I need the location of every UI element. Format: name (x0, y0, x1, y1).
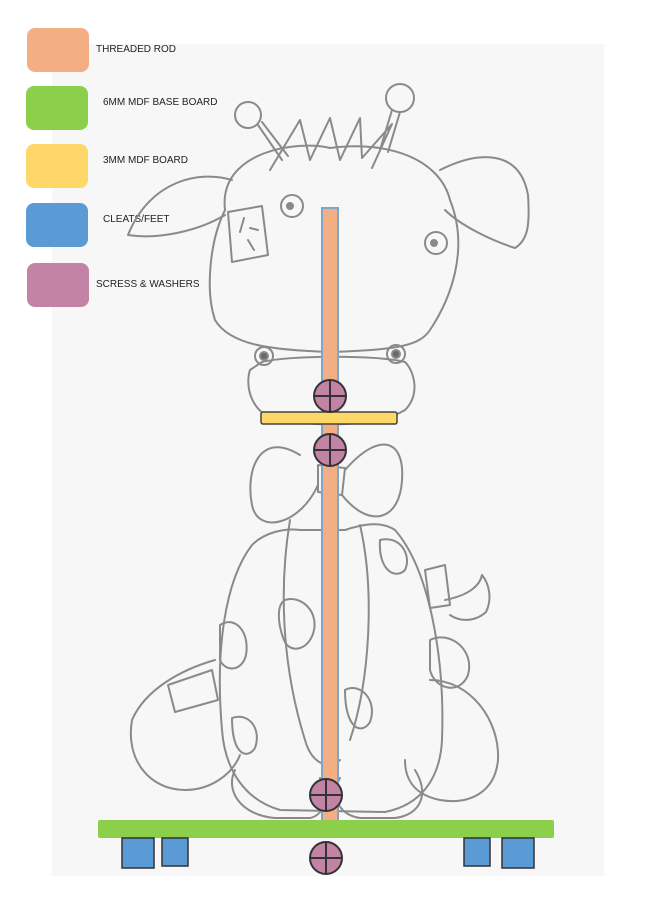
legend-label: 6MM MDF BASE BOARD (103, 97, 217, 108)
mdf-3mm-board (260, 411, 398, 425)
legend-swatch (26, 203, 88, 247)
mdf-6mm-base-board (98, 820, 554, 838)
legend: THREADED ROD 6MM MDF BASE BOARD 3MM MDF … (26, 28, 217, 307)
giraffe-sketch-icon (127, 83, 530, 819)
cleat-foot (121, 837, 155, 869)
screw-washer-icon (309, 841, 343, 875)
cleat-foot (161, 837, 189, 867)
screws-and-washers (309, 379, 347, 875)
cleat-foot (501, 837, 535, 869)
screw-washer-icon (313, 379, 347, 413)
cleat-foot (463, 837, 491, 867)
legend-item-screws: SCRESS & WASHERS (27, 263, 200, 307)
legend-label: SCRESS & WASHERS (96, 279, 200, 290)
legend-swatch (27, 28, 89, 72)
legend-label: 3MM MDF BOARD (103, 155, 188, 166)
legend-label: THREADED ROD (96, 44, 176, 55)
legend-swatch (27, 263, 89, 307)
legend-item-3mm-board: 3MM MDF BOARD (26, 144, 188, 188)
legend-item-threaded-rod: THREADED ROD (27, 28, 176, 72)
legend-swatch (26, 144, 88, 188)
cleats (121, 837, 535, 869)
threaded-rod (321, 207, 339, 829)
screw-washer-icon (309, 778, 343, 812)
legend-item-base-board: 6MM MDF BASE BOARD (26, 86, 217, 130)
legend-swatch (26, 86, 88, 130)
screw-washer-icon (313, 433, 347, 467)
